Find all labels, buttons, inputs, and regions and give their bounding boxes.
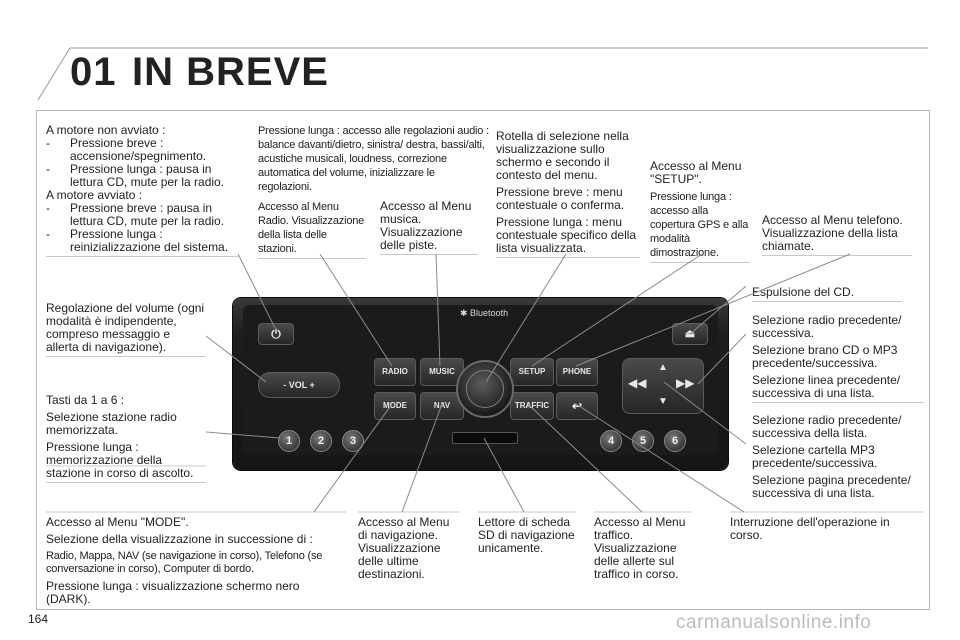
radio-menu-text: Accesso al Menu Radio. Visualizzazione d… — [258, 201, 365, 255]
left-arrow-icon[interactable]: ◀◀ — [628, 376, 647, 390]
eject-description: Espulsione del CD. — [752, 286, 902, 302]
engine-off-label: A motore non avviato : — [46, 123, 166, 137]
chapter-title: IN BREVE — [132, 50, 329, 94]
mode-description: Accesso al Menu "MODE". Selezione della … — [46, 516, 346, 606]
setup-menu-text: Accesso al Menu "SETUP". — [650, 159, 742, 186]
back-text: Interruzione dell'operazione in corso. — [730, 515, 890, 542]
watermark: carmanualsonline.info — [676, 612, 872, 633]
music-button[interactable]: MUSIC — [420, 358, 464, 386]
content-frame — [36, 110, 930, 610]
audio-settings-text: Pressione lunga : accesso alle regolazio… — [258, 125, 489, 193]
back-description: Interruzione dell'operazione in corso. — [730, 516, 906, 542]
knob-long-text: Pressione lunga : menu contestuale speci… — [496, 215, 637, 255]
mode-long-text: Pressione lunga : visualizzazione scherm… — [46, 579, 300, 606]
up-arrow-icon[interactable]: ▲ — [658, 362, 668, 373]
setup-button[interactable]: SETUP — [510, 358, 554, 386]
traffic-menu-description: Accesso al Menu traffico. Visualizzazion… — [594, 516, 692, 581]
engine-off-short: -Pressione breve : accensione/spegniment… — [46, 136, 207, 163]
mode-items-text: Radio, Mappa, NAV (se navigazione in cor… — [46, 550, 323, 575]
mode-menu-text: Accesso al Menu "MODE". — [46, 515, 189, 529]
music-menu-text: Accesso al Menu musica. Visualizzazione … — [380, 199, 472, 252]
sd-reader-description: Lettore di scheda SD di navigazione unic… — [478, 516, 578, 555]
traffic-menu-text: Accesso al Menu traffico. Visualizzazion… — [594, 515, 686, 581]
power-button-description: A motore non avviato : -Pressione breve … — [46, 124, 238, 257]
eject-text: Espulsione del CD. — [752, 285, 855, 299]
music-menu-description: Accesso al Menu musica. Visualizzazione … — [380, 200, 478, 255]
back-button[interactable]: ↩ — [556, 392, 598, 420]
page-number: 164 — [28, 612, 49, 626]
engine-off-short-text: Pressione breve : accensione/spegnimento… — [70, 136, 207, 163]
selection-knob-ring — [466, 370, 504, 408]
volume-description: Regolazione del volume (ogni modalità è … — [46, 302, 206, 357]
knob-select-text: Rotella di selezione nella visualizzazio… — [496, 129, 629, 182]
back-arrow-icon: ↩ — [571, 399, 583, 413]
lr-list-text: Selezione linea precedente/ successiva d… — [752, 373, 901, 400]
preset-button-4[interactable]: 4 — [600, 430, 622, 452]
ud-page-text: Selezione pagina precedente/ successiva … — [752, 473, 911, 500]
phone-button[interactable]: PHONE — [556, 358, 598, 386]
preset-button-2[interactable]: 2 — [310, 430, 332, 452]
preset-button-6[interactable]: 6 — [664, 430, 686, 452]
knob-short-text: Pressione breve : menu contestuale o con… — [496, 185, 625, 212]
volume-rocker[interactable]: - VOL + — [258, 372, 340, 398]
setup-menu-description: Accesso al Menu "SETUP". Pressione lunga… — [650, 160, 750, 263]
presets-title-text: Tasti da 1 a 6 : — [46, 393, 125, 407]
engine-on-short: -Pressione breve : pausa in lettura CD, … — [46, 201, 225, 228]
mode-select-text: Selezione della visualizzazione in succe… — [46, 532, 313, 546]
ud-radio-text: Selezione radio precedente/ successiva d… — [752, 413, 902, 440]
volume-text: Regolazione del volume (ogni modalità è … — [46, 301, 205, 354]
power-button[interactable]: ⏻ — [258, 323, 294, 345]
traffic-button[interactable]: TRAFFIC — [510, 392, 554, 420]
presets-description: Tasti da 1 a 6 : Selezione stazione radi… — [46, 394, 206, 483]
preset-button-1[interactable]: 1 — [278, 430, 300, 452]
down-arrow-icon[interactable]: ▼ — [658, 396, 668, 407]
engine-on-long: -Pressione lunga : reinizializzazione de… — [46, 227, 229, 254]
presets-long-text: Pressione lunga : memorizzazione della s… — [46, 440, 194, 480]
right-arrow-icon[interactable]: ▶▶ — [676, 376, 695, 390]
left-right-description: Selezione radio precedente/ successiva. … — [752, 314, 924, 403]
engine-on-label: A motore avviato : — [46, 188, 143, 202]
sd-card-slot[interactable] — [452, 432, 518, 444]
nav-menu-description: Accesso al Menu di navigazione. Visualiz… — [358, 516, 460, 581]
audio-settings-description: Pressione lunga : accesso alle regolazio… — [258, 124, 490, 194]
setup-long-text: Pressione lunga : accesso alla copertura… — [650, 191, 749, 259]
preset-button-3[interactable]: 3 — [342, 430, 364, 452]
sd-reader-text: Lettore di scheda SD di navigazione unic… — [478, 515, 575, 555]
engine-on-long-text: Pressione lunga : reinizializzazione del… — [70, 227, 229, 254]
preset-button-5[interactable]: 5 — [632, 430, 654, 452]
volume-label: - VOL + — [283, 380, 315, 390]
up-down-description: Selezione radio precedente/ successiva d… — [752, 414, 928, 500]
power-icon: ⏻ — [271, 327, 281, 341]
knob-description: Rotella di selezione nella visualizzazio… — [496, 130, 640, 258]
bluetooth-label: ✱ Bluetooth — [460, 308, 509, 318]
ud-folder-text: Selezione cartella MP3 precedente/succes… — [752, 443, 878, 470]
lr-radio-text: Selezione radio precedente/ successiva. — [752, 313, 902, 340]
directional-pad[interactable] — [622, 358, 704, 414]
engine-off-long: -Pressione lunga : pausa in lettura CD, … — [46, 162, 225, 189]
engine-on-short-text: Pressione breve : pausa in lettura CD, m… — [70, 201, 225, 228]
radio-menu-description: Accesso al Menu Radio. Visualizzazione d… — [258, 200, 366, 259]
lr-cd-text: Selezione brano CD o MP3 precedente/succ… — [752, 343, 898, 370]
engine-off-long-text: Pressione lunga : pausa in lettura CD, m… — [70, 162, 225, 189]
presets-select-text: Selezione stazione radio memorizzata. — [46, 410, 177, 437]
mode-button[interactable]: MODE — [374, 392, 416, 420]
nav-menu-text: Accesso al Menu di navigazione. Visualiz… — [358, 515, 450, 581]
radio-button[interactable]: RADIO — [374, 358, 416, 386]
phone-menu-text: Accesso al Menu telefono. Visualizzazion… — [762, 213, 903, 253]
phone-menu-description: Accesso al Menu telefono. Visualizzazion… — [762, 214, 912, 256]
chapter-number: 01 — [70, 50, 117, 94]
